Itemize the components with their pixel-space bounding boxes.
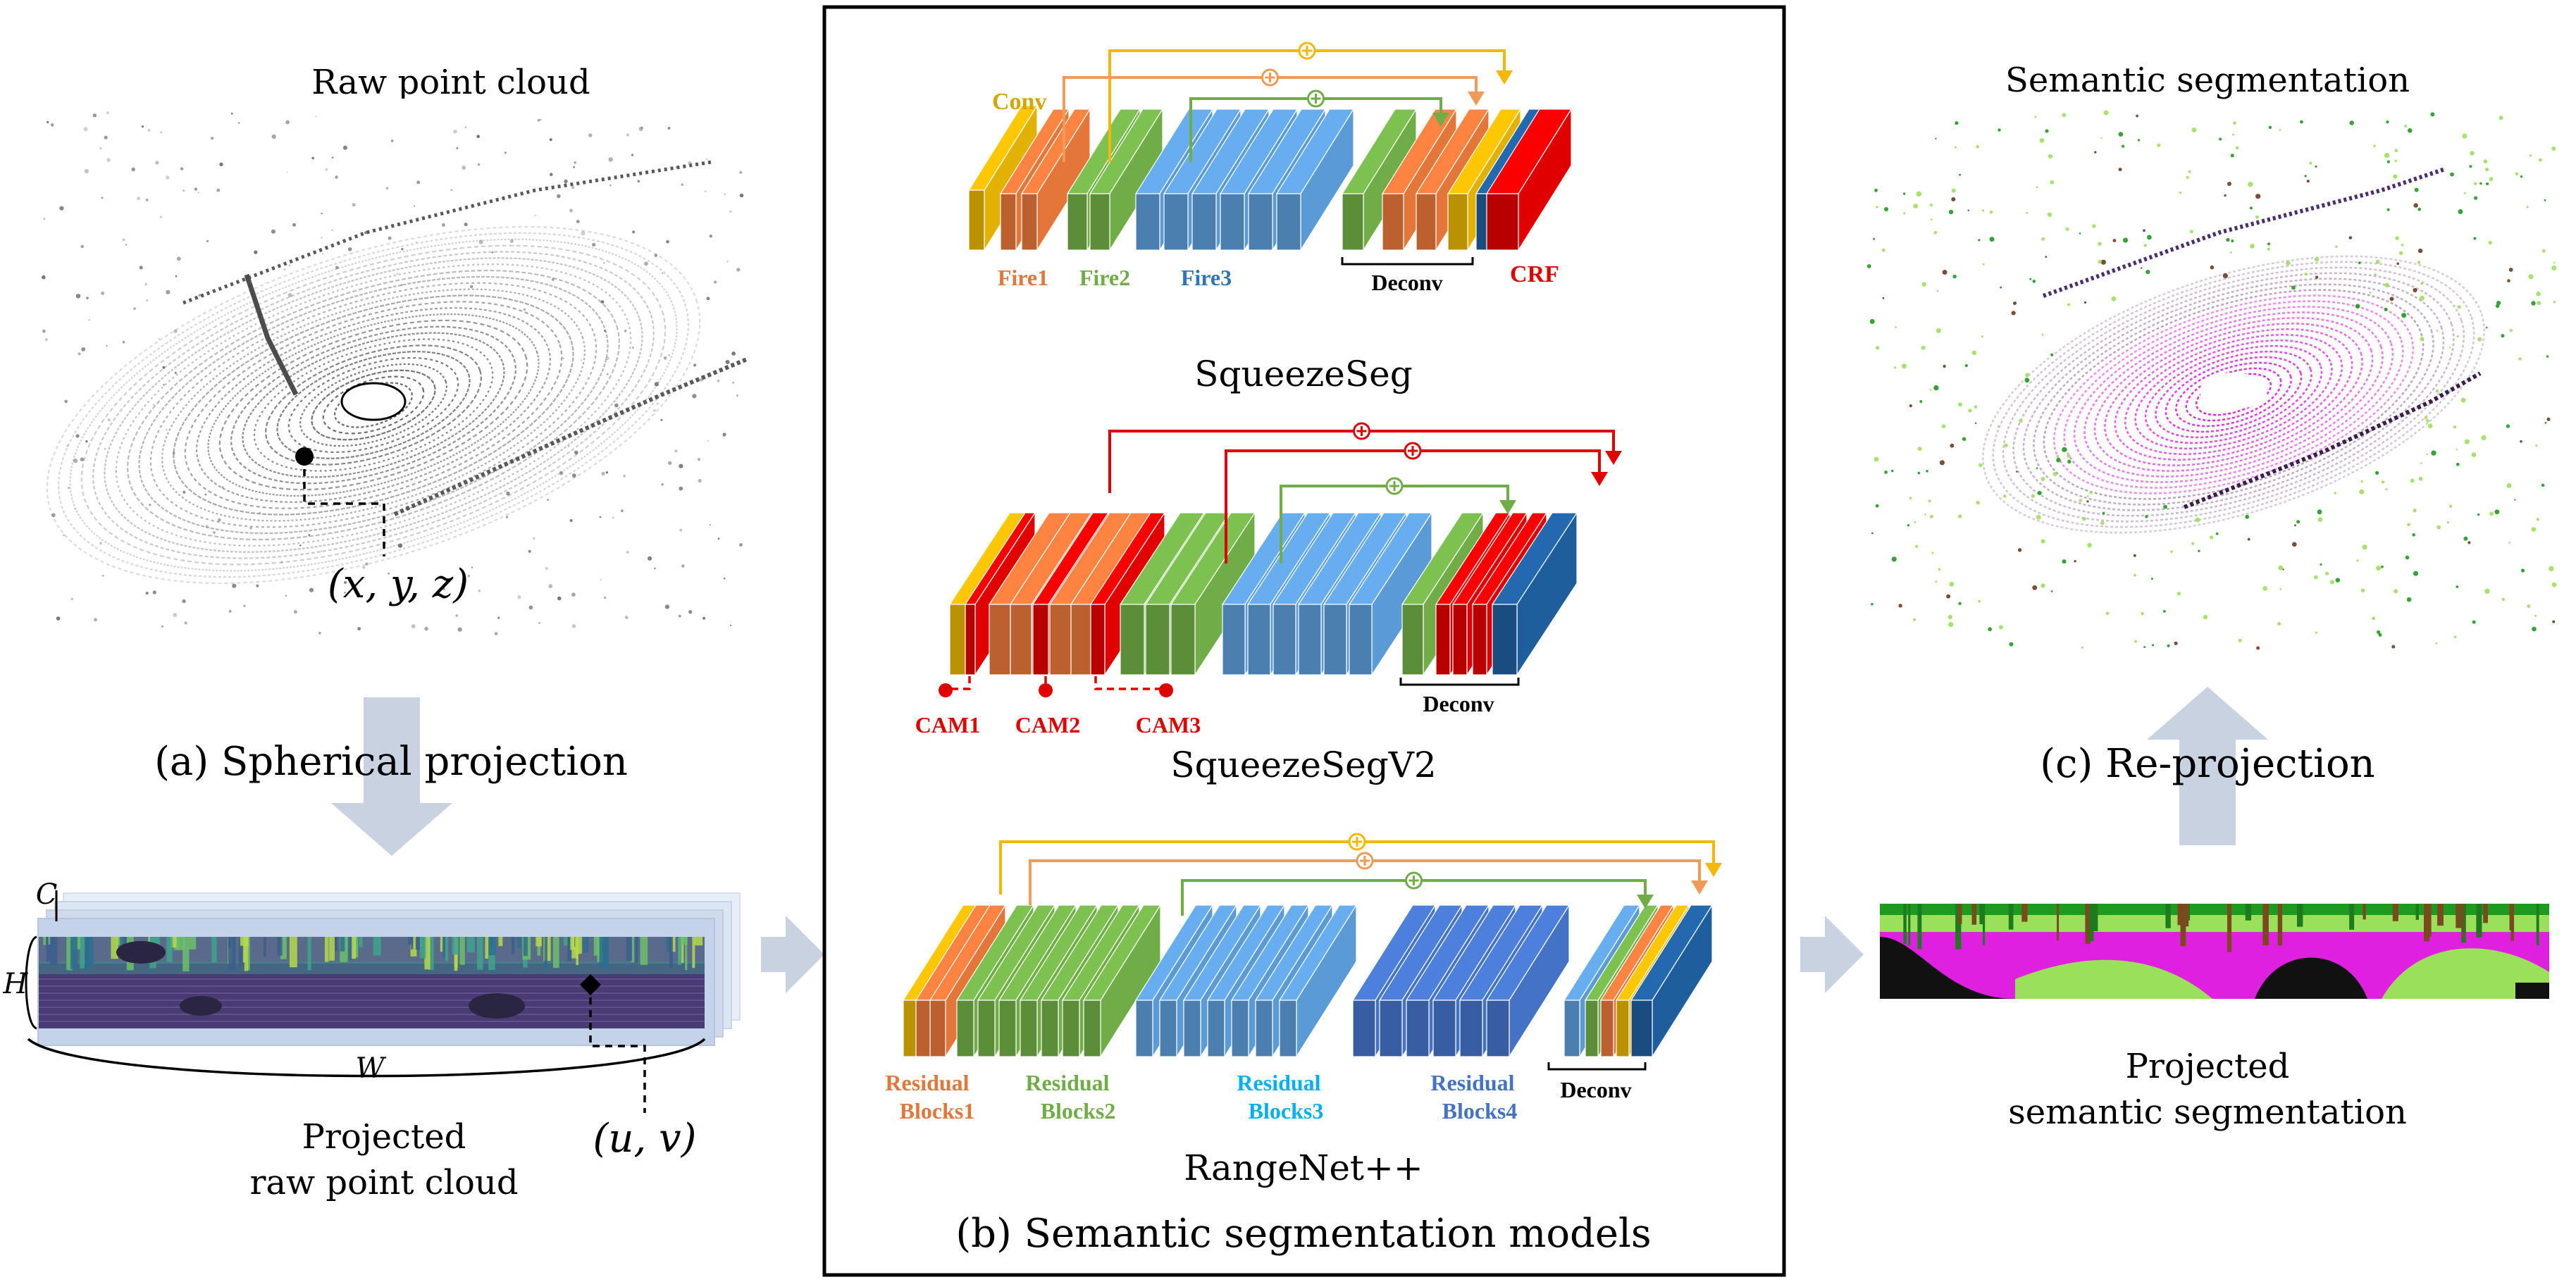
rn-skip-yellow [999, 833, 1722, 895]
projected-raw-caption-line2: raw point cloud [249, 1163, 518, 1202]
w-bracket [27, 1038, 706, 1078]
cam3-dot [1159, 683, 1173, 697]
projected-seg-caption-line2: semantic segmentation [2008, 1093, 2407, 1132]
ss-crf-block [1485, 107, 1573, 252]
ss-skip-orange [1063, 68, 1485, 162]
cam2-label: CAM2 [1015, 712, 1080, 738]
rn-deconv-label: Deconv [1560, 1077, 1631, 1102]
models-panel-caption: (b) Semantic segmentation models [955, 1211, 1651, 1257]
uv-label: (u, v) [593, 1116, 697, 1162]
range-image [39, 937, 705, 1028]
rn-rb2-block [1082, 903, 1162, 1059]
cam1-label: CAM1 [915, 712, 980, 738]
rn-rb3-block [1278, 903, 1358, 1059]
ss-skip-green [1189, 89, 1449, 162]
xyz-label: (x, y, z) [328, 561, 469, 607]
semantic-segmentation-title: Semantic segmentation [2005, 61, 2410, 100]
semantic-point-cloud-image [1866, 110, 2557, 650]
dim-h-label: H [3, 968, 29, 1000]
rn-output-block [1630, 903, 1714, 1059]
arrow-to-models [761, 916, 824, 993]
projected-raw-caption-line1: Projected [302, 1117, 466, 1157]
rangenet-diagram: Residual Blocks1 Residual Blocks2 Residu… [885, 833, 1722, 1188]
ss-fire1-label: Fire1 [998, 265, 1048, 290]
ss-conv-label: Conv [992, 89, 1046, 115]
uv-leader-line [589, 985, 646, 1113]
xyz-leader-line [303, 456, 385, 556]
s2-fire2-block [1170, 511, 1256, 677]
ss-deconv-green-block [1341, 107, 1418, 252]
ss-skip-yellow [1108, 42, 1513, 162]
re-projection-arrow [2147, 687, 2268, 845]
cam-leader-lines [946, 676, 1166, 690]
left-column: Raw point cloud (x, y, z) (a) Spherical … [3, 63, 754, 1202]
models-panel: Conv Fire1 Fire2 Fire3 Deconv CRF Squeez… [822, 5, 1786, 1277]
rb2-label-line2: Blocks2 [1041, 1098, 1116, 1124]
ss-deconv-bracket [1341, 257, 1474, 266]
rb1-label-line1: Residual [885, 1070, 969, 1095]
s2-deconv-label: Deconv [1423, 691, 1494, 716]
cam1-dot [939, 683, 953, 697]
squeezeseg-name: SqueezeSeg [1194, 354, 1412, 394]
right-column: Semantic segmentation (c) Re-projection … [1866, 61, 2557, 1132]
ss-fire1-block [1020, 107, 1091, 252]
ss-fire3-block [1275, 107, 1355, 252]
s2-skip-red-inner [1225, 442, 1608, 564]
h-bracket [25, 935, 37, 1030]
ss-fire3-label: Fire3 [1181, 265, 1232, 290]
squeezesegv2-diagram: CAM1 CAM2 CAM3 Deconv SqueezeSegV2 [915, 422, 1622, 785]
cam2-dot [1039, 683, 1053, 697]
rangenet-name: RangeNet++ [1184, 1147, 1423, 1188]
rn-skip-orange [1029, 852, 1708, 905]
rb3-label-line1: Residual [1237, 1070, 1320, 1095]
s2-output-block [1491, 511, 1578, 677]
rn-deconv-bracket [1547, 1062, 1647, 1071]
projected-segmentation-image [1880, 904, 2549, 999]
re-projection-caption: (c) Re-projection [2040, 741, 2374, 787]
rb4-label-line2: Blocks4 [1442, 1098, 1518, 1124]
spherical-projection-caption: (a) Spherical projection [154, 739, 628, 785]
rb3-label-line2: Blocks3 [1249, 1098, 1324, 1124]
s2-skip-green [1280, 477, 1516, 564]
cam3-label: CAM3 [1136, 712, 1201, 738]
dim-c-label: C [36, 878, 58, 911]
arrow-to-projected-seg [1800, 916, 1864, 993]
projected-range-image-stack [37, 892, 741, 1113]
raw-point-cloud-title: Raw point cloud [311, 63, 590, 102]
ss-fire2-label: Fire2 [1079, 265, 1130, 290]
raw-point-cloud-image [35, 99, 754, 641]
rb4-label-line1: Residual [1430, 1070, 1514, 1095]
s2-deconv-bracket [1399, 678, 1520, 686]
spherical-projection-arrow [331, 697, 452, 856]
dim-w-label: W [355, 1052, 386, 1085]
squeezeseg-diagram: Conv Fire1 Fire2 Fire3 Deconv CRF Squeez… [967, 42, 1573, 394]
rn-rb4-block [1485, 903, 1571, 1059]
projected-seg-caption-line1: Projected [2126, 1047, 2290, 1086]
rb2-label-line1: Residual [1025, 1070, 1109, 1095]
ss-crf-label: CRF [1510, 261, 1559, 287]
ss-deconv-label: Deconv [1371, 270, 1442, 295]
s2-skip-red-outer [1108, 422, 1622, 493]
squeezesegv2-name: SqueezeSegV2 [1170, 745, 1436, 785]
rb1-label-line2: Blocks1 [900, 1098, 975, 1124]
rn-skip-green [1181, 871, 1654, 916]
